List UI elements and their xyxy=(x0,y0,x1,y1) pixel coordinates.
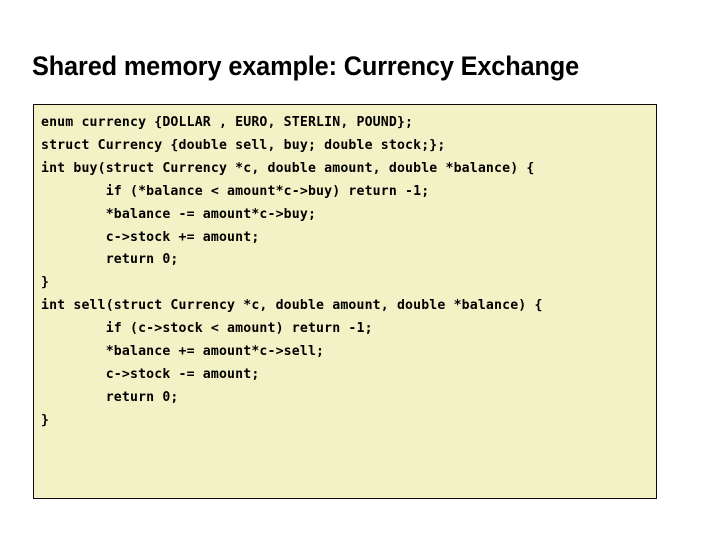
code-line: if (c->stock < amount) return -1; xyxy=(41,321,373,337)
code-line: int sell(struct Currency *c, double amou… xyxy=(41,298,543,314)
code-block: enum currency {DOLLAR , EURO, STERLIN, P… xyxy=(33,104,657,499)
code-line: enum currency {DOLLAR , EURO, STERLIN, P… xyxy=(41,115,414,130)
code-line: } xyxy=(41,412,50,428)
code-line: c->stock += amount; xyxy=(41,229,260,245)
page-title: Shared memory example: Currency Exchange xyxy=(32,51,580,81)
code-line: return 0; xyxy=(41,389,179,405)
code-line: c->stock -= amount; xyxy=(41,366,260,382)
code-line: return 0; xyxy=(41,252,179,268)
code-listing: enum currency {DOLLAR , EURO, STERLIN, P… xyxy=(34,105,656,433)
code-line: *balance += amount*c->sell; xyxy=(41,344,325,360)
code-line: int buy(struct Currency *c, double amoun… xyxy=(41,160,535,176)
code-line: struct Currency {double sell, buy; doubl… xyxy=(41,137,446,153)
code-line: } xyxy=(41,275,50,291)
code-line: *balance -= amount*c->buy; xyxy=(41,206,317,222)
code-line: if (*balance < amount*c->buy) return -1; xyxy=(41,183,430,199)
